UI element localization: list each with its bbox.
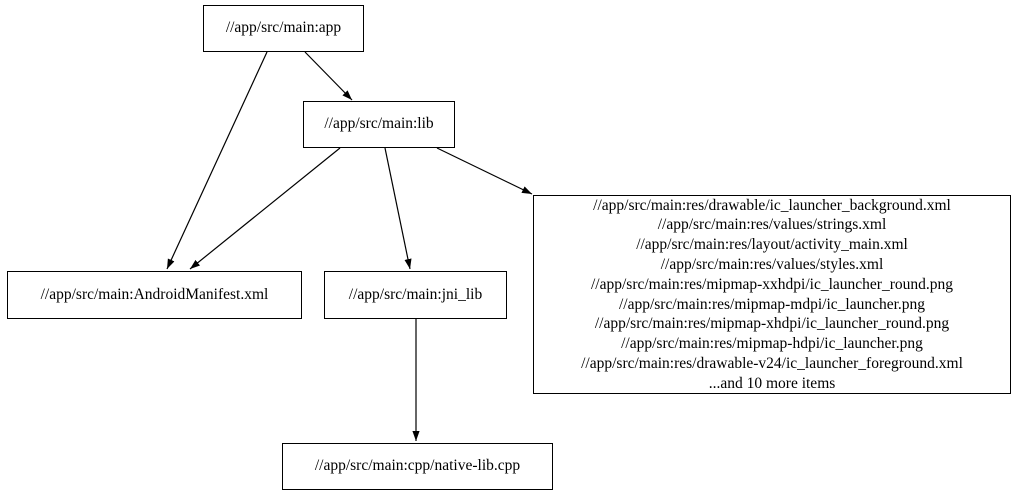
edge-lib-to-androidmanifest [189, 147, 341, 270]
resource-item: //app/src/main:res/mipmap-hdpi/ic_launch… [621, 335, 923, 353]
node-androidmanifest-target: //app/src/main:AndroidManifest.xml [7, 271, 302, 319]
edge-lib-to-jnilib [384, 147, 412, 270]
edge-app-to-androidmanifest [166, 51, 268, 270]
edge-lib-to-resgroup [436, 147, 533, 195]
node-nativelib-label: //app/src/main:cpp/native-lib.cpp [314, 457, 521, 475]
resource-item: //app/src/main:res/mipmap-mdpi/ic_launch… [618, 295, 926, 313]
node-androidmanifest-label: //app/src/main:AndroidManifest.xml [40, 285, 269, 303]
node-app-label: //app/src/main:app [225, 19, 342, 37]
resource-items-more: ...and 10 more items [708, 374, 836, 392]
resource-item: //app/src/main:res/layout/activity_main.… [636, 236, 908, 254]
resource-item: //app/src/main:res/values/strings.xml [657, 216, 887, 234]
node-lib-label: //app/src/main:lib [324, 115, 434, 133]
resource-item: //app/src/main:res/drawable-v24/ic_launc… [581, 354, 963, 372]
node-lib-target: //app/src/main:lib [303, 101, 455, 148]
resource-item: //app/src/main:res/mipmap-xxhdpi/ic_laun… [590, 275, 953, 293]
node-jnilib-target: //app/src/main:jni_lib [324, 271, 507, 319]
node-nativelib-target: //app/src/main:cpp/native-lib.cpp [282, 443, 553, 490]
node-jnilib-label: //app/src/main:jni_lib [348, 285, 483, 303]
resource-item: //app/src/main:res/drawable/ic_launcher_… [593, 196, 951, 214]
edge-app-to-lib [304, 51, 353, 101]
resource-item: //app/src/main:res/mipmap-xhdpi/ic_launc… [594, 315, 950, 333]
node-app-target: //app/src/main:app [203, 5, 364, 52]
node-resources-group: //app/src/main:res/drawable/ic_launcher_… [533, 195, 1011, 394]
resource-item: //app/src/main:res/values/styles.xml [660, 255, 884, 273]
